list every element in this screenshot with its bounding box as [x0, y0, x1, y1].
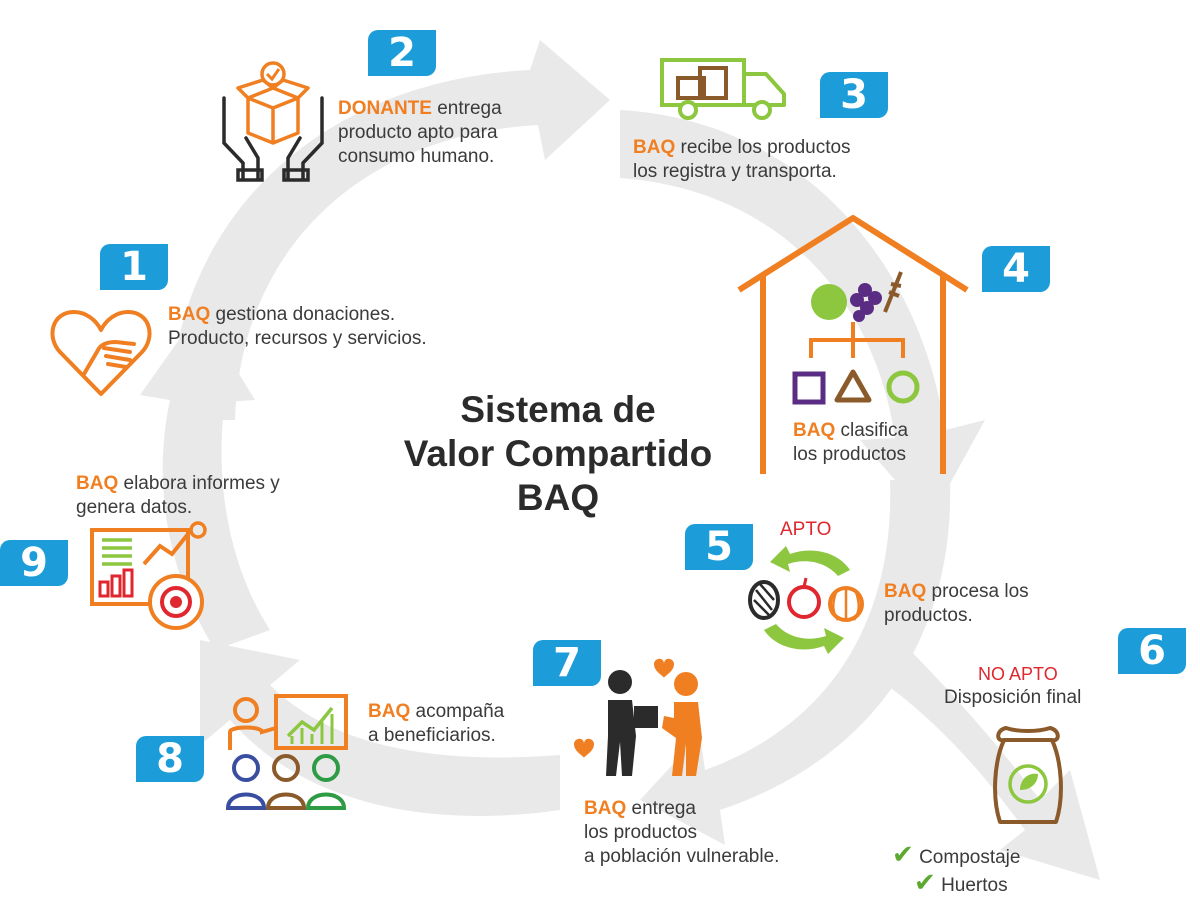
truck-icon [660, 58, 786, 120]
check-icon: ✔ [892, 839, 914, 869]
step-2-badge: 2 [368, 30, 436, 76]
check-icon: ✔ [914, 867, 936, 897]
step-7-badge: 7 [533, 640, 601, 686]
step-3-badge: 3 [820, 72, 888, 118]
step-8-highlight: BAQ [368, 701, 411, 722]
step-1-line-2: Producto, recursos y servicios. [168, 328, 427, 349]
step-4-line-1: clasifica [835, 420, 909, 441]
compost-bag-icon [993, 726, 1063, 824]
step-4-line-2: los productos [793, 444, 907, 465]
step-1-badge: 1 [100, 244, 168, 290]
step-6-checks: ✔ Compostaje ✔ Huertos [892, 839, 1092, 898]
step-9-text: BAQ elabora informes y genera datos. [76, 472, 336, 520]
step-5-badge: 5 [685, 524, 753, 570]
diagram-title: Sistema de Valor Compartido BAQ [370, 388, 746, 520]
title-line-1: Sistema de [460, 389, 656, 430]
step-5-line-2: productos. [884, 605, 973, 626]
step-7-line-1: entrega [626, 798, 696, 819]
step-7-line-2: los productos [584, 822, 698, 843]
heart-hand-icon [50, 310, 152, 396]
check-item-huertos: ✔ Huertos [892, 867, 1092, 898]
step-4-badge: 4 [982, 246, 1050, 292]
recycle-food-icon [748, 546, 864, 654]
step-2-text: DONANTE entrega producto apto para consu… [338, 97, 558, 169]
step-5-line-1: procesa los [926, 581, 1029, 602]
step-6-tag: NO APTO [978, 664, 1058, 684]
step-7-highlight: BAQ [584, 798, 627, 819]
step-6-badge: 6 [1118, 628, 1186, 674]
step-9-highlight: BAQ [76, 473, 119, 494]
step-2-line-1: entrega [431, 98, 502, 119]
hands-box-icon [222, 61, 324, 182]
step-6-text: Disposición final [944, 687, 1082, 708]
step-1-text: BAQ gestiona donaciones. Producto, recur… [168, 303, 488, 351]
people-delivery-icon [574, 658, 702, 776]
step-9-line-1: elabora informes y [118, 473, 280, 494]
step-8-line-1: acompaña [410, 701, 505, 722]
step-2-line-2: producto apto para [338, 122, 498, 143]
step-2-line-3: consumo humano. [338, 146, 495, 167]
step-5-text: BAQ procesa los productos. [884, 580, 1084, 628]
title-line-3: BAQ [516, 477, 600, 518]
check-label: Compostaje [919, 847, 1021, 868]
step-7-text: BAQ entrega los productos a población vu… [584, 797, 844, 869]
step-2-highlight: DONANTE [338, 98, 432, 119]
step-3-text: BAQ recibe los productos los registra y … [633, 136, 923, 184]
step-7-line-3: a población vulnerable. [584, 846, 780, 867]
teacher-icon [225, 694, 348, 810]
step-4-text: BAQ clasifica los productos [793, 419, 953, 467]
step-3-highlight: BAQ [633, 137, 676, 158]
report-chart-icon [90, 521, 207, 630]
step-3-line-2: los registra y transporta. [633, 161, 837, 182]
check-item-compostaje: ✔ Compostaje [892, 839, 1092, 870]
step-1-line-1: gestiona donaciones. [210, 304, 396, 325]
step-4-highlight: BAQ [793, 420, 836, 441]
check-label: Huertos [941, 875, 1008, 896]
step-3-line-1: recibe los productos [675, 137, 851, 158]
step-9-line-2: genera datos. [76, 497, 193, 518]
step-8-line-2: a beneficiarios. [368, 725, 496, 746]
step-1-highlight: BAQ [168, 304, 211, 325]
warehouse-icon [737, 215, 969, 474]
step-5-highlight: BAQ [884, 581, 927, 602]
step-8-text: BAQ acompaña a beneficiarios. [368, 700, 568, 748]
step-9-badge: 9 [0, 540, 68, 586]
title-line-2: Valor Compartido [403, 433, 713, 474]
step-8-badge: 8 [136, 736, 204, 782]
step-5-tag: APTO [780, 519, 832, 540]
